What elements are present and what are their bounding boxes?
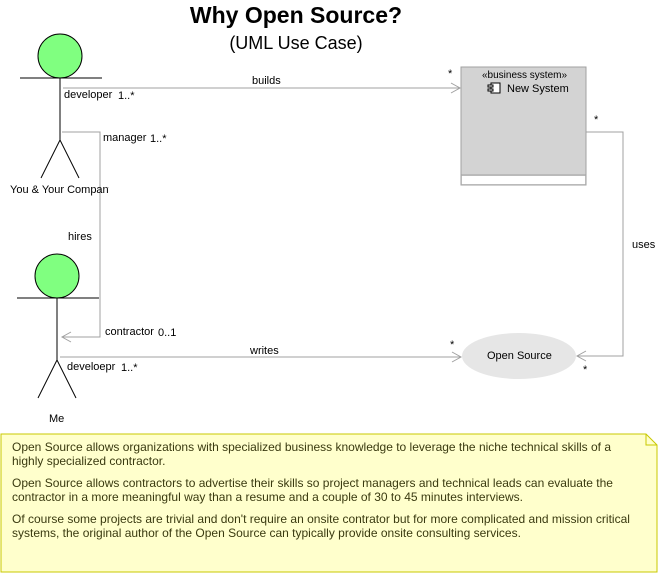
builds-target-mult: * [448, 68, 453, 80]
note-fold [645, 434, 657, 446]
uses-line [577, 131, 624, 357]
hires-line [62, 131, 101, 338]
association-hires[interactable] [60, 131, 101, 343]
diagram-subtitle: (UML Use Case) [229, 33, 363, 53]
actor-me-label: Me [49, 413, 65, 425]
hires-source-role: manager [103, 132, 147, 144]
note-shape [0, 433, 658, 573]
builds-arrowhead [450, 82, 462, 94]
writes-source-role: develoepr [67, 361, 116, 373]
uses-source-mult: * [594, 114, 599, 126]
uses-label: uses [632, 239, 656, 251]
use-case-label: Open Source [487, 350, 552, 362]
system-box-footer [462, 176, 585, 184]
hires-arrowhead [60, 331, 72, 343]
actor-company-leg-left [40, 139, 61, 179]
association-uses[interactable] [575, 131, 624, 362]
builds-source-mult: 1..* [118, 90, 135, 102]
uses-arrowhead [575, 350, 587, 362]
actor-me-head [34, 253, 80, 299]
system-box[interactable] [460, 66, 587, 186]
use-case-open-source[interactable] [462, 333, 576, 379]
builds-source-role: developer [64, 89, 113, 101]
uses-target-mult: * [583, 364, 588, 376]
writes-source-mult: 1..* [121, 362, 138, 374]
hires-target-role: contractor [105, 326, 154, 338]
association-writes[interactable] [60, 351, 463, 363]
system-name: New System [507, 83, 569, 95]
diagram-title: Why Open Source? [189, 2, 403, 28]
note-paragraph-3: Of course some projects are trivial and … [12, 512, 630, 540]
actor-me-leg-left [37, 359, 58, 399]
note-paragraph-1: Open Source allows organizations with sp… [12, 440, 612, 468]
note-paragraph-2: Open Source allows contractors to advert… [12, 476, 613, 504]
note-text: Open Source allows organizations with sp… [12, 440, 642, 548]
actor-me[interactable] [17, 253, 99, 399]
writes-target-mult: * [450, 339, 455, 351]
system-box-fill [460, 66, 587, 186]
note-box[interactable] [0, 433, 658, 573]
actor-company[interactable] [20, 33, 102, 179]
component-icon [487, 82, 501, 94]
actor-company-label: You & Your Company [10, 184, 109, 196]
actor-me-leg-right [56, 359, 77, 399]
writes-arrowhead [451, 351, 463, 363]
builds-label: builds [252, 75, 281, 87]
association-builds[interactable] [63, 82, 462, 94]
hires-target-mult: 0..1 [158, 327, 177, 339]
hires-source-mult: 1..* [150, 133, 167, 145]
system-stereotype: «business system» [482, 70, 568, 81]
actor-company-leg-right [59, 139, 80, 179]
hires-label: hires [68, 231, 92, 243]
writes-label: writes [250, 345, 279, 357]
